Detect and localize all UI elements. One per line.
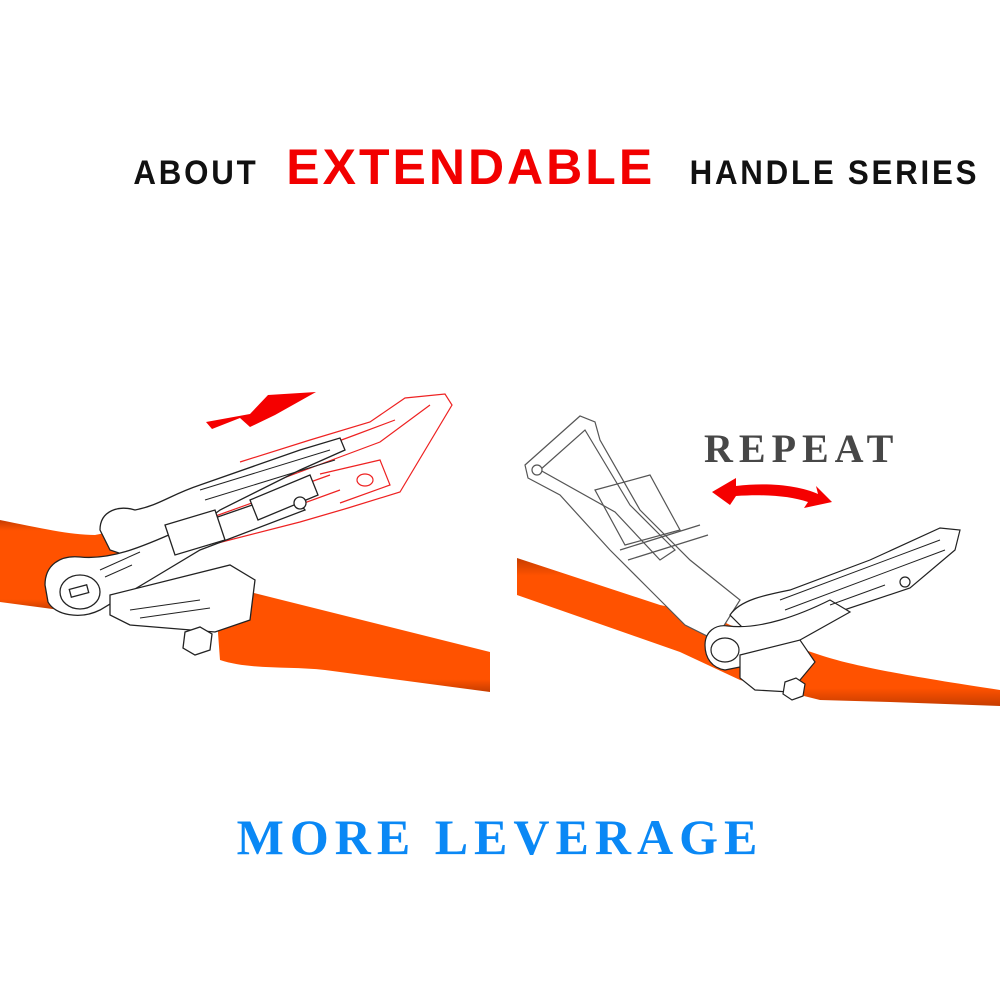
more-leverage-caption: MORE LEVERAGE	[236, 809, 764, 865]
title-suffix: HANDLE SERIES	[689, 154, 980, 192]
illustration-repeat-ratchet	[500, 400, 1000, 720]
title-emphasis: EXTENDABLE	[286, 139, 656, 195]
title-prefix: ABOUT	[133, 154, 259, 192]
double-curved-arrow-icon	[712, 478, 832, 508]
right-arrow-icon	[206, 392, 316, 429]
page-title: ABOUT EXTENDABLE HANDLE SERIES	[0, 138, 1000, 198]
repeat-label: REPEAT	[704, 426, 900, 471]
illustration-extend-handle	[0, 370, 500, 700]
